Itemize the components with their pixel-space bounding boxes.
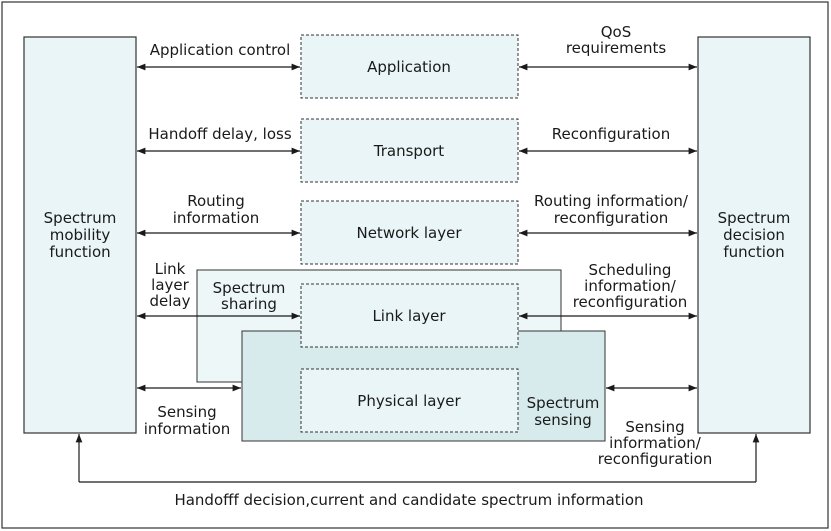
network-layer-label: Network layer xyxy=(356,224,462,242)
label-line: Spectrum xyxy=(718,209,791,227)
network-layer-box xyxy=(300,200,519,265)
label-line: Handoff delay, loss xyxy=(148,125,291,143)
handoff-decision-label: Handofff decision,current and candidate … xyxy=(174,491,643,509)
label-line: sharing xyxy=(221,295,277,313)
physical-layer-box xyxy=(300,368,519,433)
label-line: Sensing xyxy=(625,418,684,436)
label-line: requirements xyxy=(566,39,667,57)
link-layer-box xyxy=(300,283,519,348)
label-line: decision xyxy=(723,226,785,244)
label-line: information/ xyxy=(609,434,702,452)
label-line: Link xyxy=(155,260,186,278)
reconfiguration-label: Reconfiguration xyxy=(552,125,670,143)
label-line: information xyxy=(144,420,231,438)
label-line: Routing xyxy=(187,192,245,210)
label-line: Reconfiguration xyxy=(552,125,670,143)
handoff-delay-label: Handoff delay, loss xyxy=(148,125,291,143)
application-layer-label: Application xyxy=(367,58,451,76)
label-line: Sensing xyxy=(157,403,216,421)
label-line: Application control xyxy=(150,41,291,59)
label-line: Spectrum xyxy=(527,394,600,412)
label-line: reconfiguration xyxy=(573,293,688,311)
transport-layer-label: Transport xyxy=(373,142,445,160)
label-line: Routing information/ xyxy=(534,192,689,210)
label-line: Scheduling xyxy=(589,261,672,279)
application-layer-box xyxy=(300,34,519,99)
label-line: information xyxy=(173,209,260,227)
label-line: QoS xyxy=(601,23,632,41)
label-line: sensing xyxy=(534,411,592,429)
label-line: layer xyxy=(151,276,189,294)
physical-layer-label: Physical layer xyxy=(357,392,461,410)
label-line: function xyxy=(723,243,784,261)
spectrum-mobility-box xyxy=(23,36,137,434)
label-line: Spectrum xyxy=(213,279,286,297)
label-line: reconfiguration xyxy=(598,450,713,468)
label-line: reconfiguration xyxy=(554,209,669,227)
label-line: function xyxy=(49,243,110,261)
application-control-label: Application control xyxy=(150,41,291,59)
routing-information-right-label: Routing information/reconfiguration xyxy=(534,192,689,227)
label-line: mobility xyxy=(50,226,111,244)
label-line: Spectrum xyxy=(44,209,117,227)
spectrum-decision-box xyxy=(697,36,811,434)
transport-layer-box xyxy=(300,118,519,183)
link-layer-label: Link layer xyxy=(372,307,446,325)
label-line: information/ xyxy=(584,277,677,295)
label-line: delay xyxy=(150,292,191,310)
